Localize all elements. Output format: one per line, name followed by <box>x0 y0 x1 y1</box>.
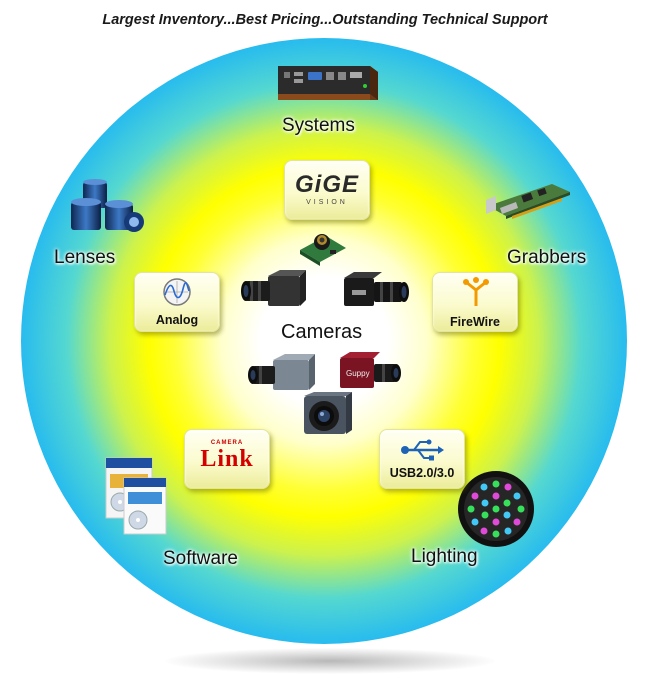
cameras-label[interactable]: Cameras <box>281 321 363 343</box>
camera-front-lens-icon[interactable] <box>296 392 352 440</box>
gige-logo: GiGE <box>294 171 359 198</box>
usb-tile[interactable]: USB2.0/3.0 <box>379 429 465 489</box>
tagline: Largest Inventory...Best Pricing...Outst… <box>102 12 548 28</box>
gige-vision-tile[interactable]: GiGE VISION <box>284 160 370 220</box>
shadow-ellipse <box>165 648 495 674</box>
waveform-oscilloscope-icon <box>163 278 191 306</box>
camera-link-logo: Link <box>200 446 254 472</box>
led-ring-light-icon[interactable] <box>455 468 537 550</box>
analog-tile[interactable]: Analog <box>134 272 220 332</box>
category-ring <box>21 38 627 644</box>
usb-trident-icon <box>401 439 444 461</box>
camera-guppy-red-icon[interactable]: Guppy <box>338 352 404 396</box>
analog-label: Analog <box>155 313 199 327</box>
systems-label[interactable]: Systems <box>282 115 355 136</box>
frame-grabber-card-icon[interactable] <box>482 180 574 224</box>
lighting-label[interactable]: Lighting <box>411 546 478 567</box>
usb-label: USB2.0/3.0 <box>389 466 455 480</box>
camera-link-small-text: CAMERA <box>210 440 244 446</box>
firewire-label: FireWire <box>450 315 500 329</box>
camera-brand-text: Guppy <box>346 369 370 378</box>
camera-black-lens-right-icon[interactable] <box>340 270 412 314</box>
software-label[interactable]: Software <box>163 548 238 569</box>
camera-link-tile[interactable]: CAMERA Link <box>184 429 270 489</box>
software-box-icon[interactable] <box>100 456 170 538</box>
firewire-tile[interactable]: FireWire <box>432 272 518 332</box>
gige-vision-text: VISION <box>306 199 348 206</box>
grabbers-label[interactable]: Grabbers <box>507 247 587 268</box>
lens-stack-icon[interactable] <box>65 178 145 236</box>
firewire-symbol-icon <box>463 277 489 306</box>
camera-gray-icon[interactable] <box>245 354 315 398</box>
camera-board-icon[interactable] <box>296 228 348 276</box>
embedded-pc-icon[interactable] <box>270 60 382 108</box>
lenses-label[interactable]: Lenses <box>54 247 116 268</box>
camera-black-lens-left-icon[interactable] <box>240 270 306 314</box>
